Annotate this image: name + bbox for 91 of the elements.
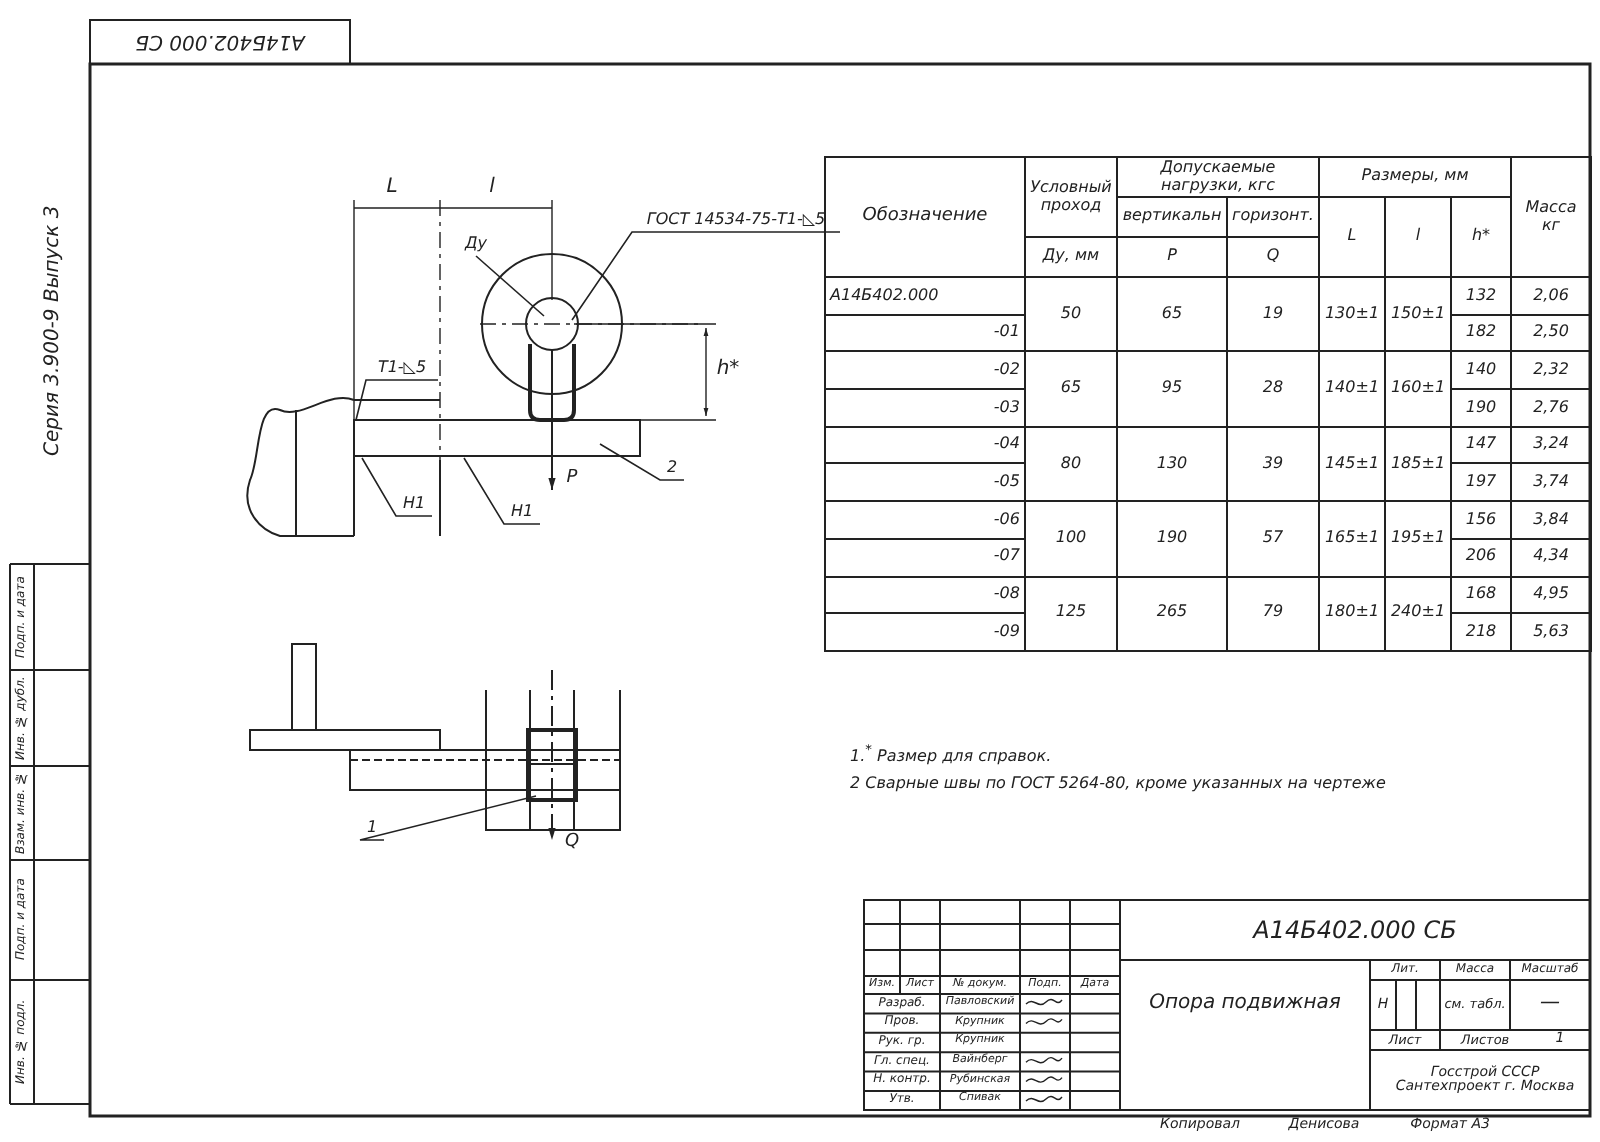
table-cell: А14Б402.000	[825, 277, 1025, 315]
table-cell: 160±1	[1385, 351, 1451, 427]
table-cell: 265	[1117, 576, 1227, 651]
table-header-cell: Условный проход	[1025, 157, 1117, 237]
load-label: Q	[562, 832, 582, 856]
table-header-cell: Ду, мм	[1025, 237, 1117, 277]
table-cell: 190	[1451, 389, 1511, 427]
table-cell: 2,76	[1511, 389, 1591, 427]
note-text: 1.$^{*}$ Размер для справок.	[850, 744, 1054, 768]
table-cell: 2,50	[1511, 314, 1591, 352]
table-cell: 125	[1025, 576, 1117, 651]
callout-label: Н1	[504, 500, 540, 524]
table-cell: 182	[1451, 314, 1511, 352]
callout-label: Ду	[456, 232, 496, 256]
callout-label: 2	[660, 456, 684, 480]
table-cell: 3,74	[1511, 463, 1591, 502]
table-cell: -04	[825, 426, 1025, 464]
leader-line	[463, 457, 541, 525]
part-name: Опора подвижная	[1147, 990, 1343, 1019]
table-cell: 3,24	[1511, 426, 1591, 464]
table-cell: -09	[825, 613, 1025, 651]
table-cell: -05	[825, 463, 1025, 502]
table-cell: -02	[825, 351, 1025, 390]
table-cell: 19	[1227, 277, 1319, 352]
table-cell: -03	[825, 389, 1025, 427]
table-cell: -08	[825, 576, 1025, 614]
leader-line	[475, 255, 545, 317]
leader-line	[599, 443, 685, 481]
table-header-cell: L	[1319, 197, 1385, 277]
dimension-label: L	[384, 176, 400, 200]
table-cell: 65	[1117, 277, 1227, 352]
callout-label: 1	[360, 816, 384, 840]
table-cell: 145±1	[1319, 426, 1385, 502]
leader-line	[571, 231, 841, 321]
table-header-cell: Допускаемые нагрузки, кгс	[1117, 157, 1319, 197]
table-cell: 156	[1451, 501, 1511, 539]
callout-label: Т1-◺5	[366, 356, 438, 380]
table-cell: 2,06	[1511, 277, 1591, 315]
table-header-cell: вертикальн	[1117, 197, 1227, 237]
table-cell: 132	[1451, 277, 1511, 315]
table-cell: 57	[1227, 501, 1319, 576]
table-cell: 140	[1451, 351, 1511, 390]
scale-value: —	[1538, 990, 1562, 1019]
leader-line	[361, 457, 433, 517]
table-cell: -01	[825, 314, 1025, 352]
series-title: Серия 3.900-9 Выпуск 3	[39, 202, 66, 460]
table-cell: 100	[1025, 501, 1117, 576]
table-cell: 130	[1117, 426, 1227, 502]
table-header-cell: P	[1117, 237, 1227, 277]
table-cell: 147	[1451, 426, 1511, 464]
table-cell: 39	[1227, 426, 1319, 502]
dimension-label: l	[487, 176, 497, 200]
table-header-cell: Размеры, мм	[1319, 157, 1511, 197]
table-cell: 185±1	[1385, 426, 1451, 502]
note-text: 2 Сварные швы по ГОСТ 5264-80, кроме указанных на чертеже	[850, 772, 1388, 796]
table-cell: 4,95	[1511, 576, 1591, 614]
table-cell: 5,63	[1511, 613, 1591, 651]
table-cell: 28	[1227, 351, 1319, 427]
table-cell: 168	[1451, 576, 1511, 614]
table-cell: 80	[1025, 426, 1117, 502]
table-cell: 197	[1451, 463, 1511, 502]
drawing-number: А14Б402.000 СБ	[1250, 913, 1459, 948]
table-cell: 95	[1117, 351, 1227, 427]
table-header-cell: Масса кг	[1511, 157, 1591, 277]
table-header-cell: горизонт.	[1227, 197, 1319, 237]
table-cell: -06	[825, 501, 1025, 539]
leader-line	[359, 795, 537, 841]
table-cell: 190	[1117, 501, 1227, 576]
table-cell: 130±1	[1319, 277, 1385, 352]
drawing-number: А14Б402.000 СБ	[133, 28, 308, 56]
table-cell: 2,32	[1511, 351, 1591, 390]
table-header-cell: Обозначение	[825, 157, 1025, 277]
table-cell: 150±1	[1385, 277, 1451, 352]
table-cell: 4,34	[1511, 538, 1591, 576]
table-cell: 165±1	[1319, 501, 1385, 576]
callout-label: Н1	[396, 492, 432, 516]
table-cell: 240±1	[1385, 576, 1451, 651]
table-cell: 218	[1451, 613, 1511, 651]
table-cell: 180±1	[1319, 576, 1385, 651]
load-label: P	[564, 468, 580, 492]
dimension-label: h*	[714, 356, 742, 384]
table-header-cell: l	[1385, 197, 1451, 277]
table-cell: 65	[1025, 351, 1117, 427]
table-cell: 206	[1451, 538, 1511, 576]
table-cell: 140±1	[1319, 351, 1385, 427]
table-cell: 195±1	[1385, 501, 1451, 576]
table-cell: -07	[825, 538, 1025, 576]
table-cell: 3,84	[1511, 501, 1591, 539]
table-cell: 79	[1227, 576, 1319, 651]
leader-line	[355, 379, 439, 421]
table-cell: 50	[1025, 277, 1117, 352]
